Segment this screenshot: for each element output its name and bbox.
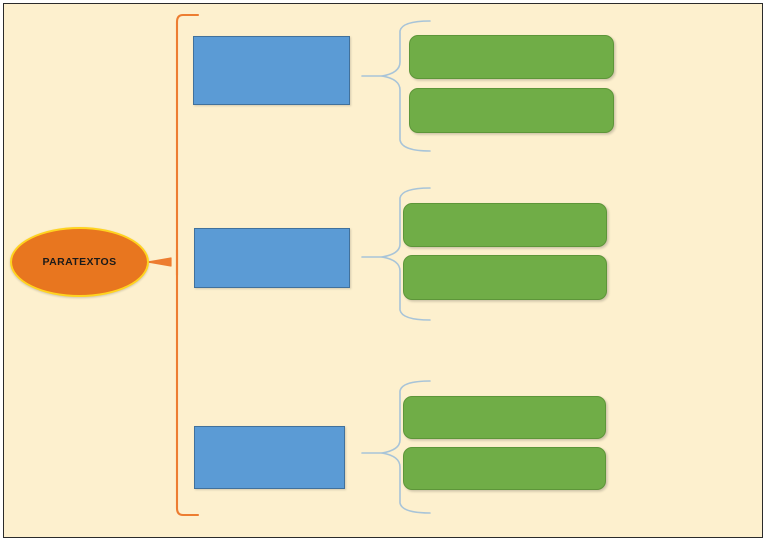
leaf-node-2-1[interactable] xyxy=(403,203,607,247)
root-node-label: PARATEXTOS xyxy=(42,256,117,268)
branch-node-3[interactable] xyxy=(194,426,345,489)
leaf-node-1-1-label xyxy=(410,36,613,78)
branch-node-1-label xyxy=(194,37,349,104)
branch-node-2[interactable] xyxy=(194,228,350,288)
branch-node-3-label xyxy=(195,427,344,488)
leaf-node-1-2-label xyxy=(410,89,613,132)
leaf-node-3-1[interactable] xyxy=(403,396,606,439)
leaf-node-3-2[interactable] xyxy=(403,447,606,490)
leaf-node-2-2-label xyxy=(404,256,606,299)
leaf-node-2-2[interactable] xyxy=(403,255,607,300)
leaf-node-1-1[interactable] xyxy=(409,35,614,79)
leaf-node-2-1-label xyxy=(404,204,606,246)
branch-node-2-label xyxy=(195,229,349,287)
leaf-node-3-1-label xyxy=(404,397,605,438)
branch-node-1[interactable] xyxy=(193,36,350,105)
leaf-node-3-2-label xyxy=(404,448,605,489)
leaf-node-1-2[interactable] xyxy=(409,88,614,133)
root-node-paratextos[interactable]: PARATEXTOS xyxy=(10,227,149,297)
